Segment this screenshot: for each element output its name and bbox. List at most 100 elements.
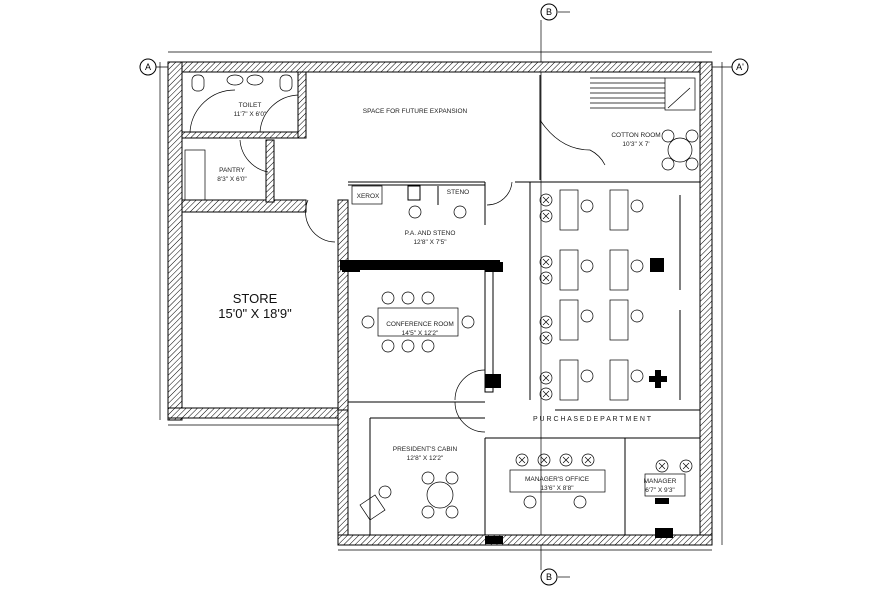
chair-icon bbox=[539, 387, 553, 401]
desk bbox=[559, 189, 579, 231]
basin-icon bbox=[226, 74, 244, 86]
chair-icon bbox=[539, 255, 553, 269]
chair-icon bbox=[559, 453, 573, 467]
chair-icon bbox=[661, 129, 675, 143]
desk bbox=[509, 469, 606, 493]
chair-icon bbox=[580, 309, 594, 323]
chair-icon bbox=[580, 369, 594, 383]
size-toilet: 11'7" X 6'0" bbox=[234, 111, 267, 118]
label-xerox: XEROX bbox=[357, 193, 380, 200]
desk bbox=[609, 299, 629, 341]
chair-icon bbox=[630, 199, 644, 213]
label-conference-room: CONFERENCE ROOM bbox=[386, 321, 454, 328]
chair-icon bbox=[539, 315, 553, 329]
chair-icon bbox=[542, 318, 550, 326]
xerox-machine bbox=[351, 185, 383, 205]
chair-icon bbox=[584, 456, 592, 464]
size-managers-office: 13'6" X 8'8" bbox=[540, 485, 574, 492]
chair-icon bbox=[542, 334, 550, 342]
chair-icon bbox=[445, 505, 459, 519]
pantry-counter bbox=[184, 149, 206, 201]
desk bbox=[609, 249, 629, 291]
grid-bubble-b-top: B bbox=[540, 3, 558, 21]
chair-icon bbox=[542, 274, 550, 282]
room-labels: TOILET 11'7" X 6'0" SPACE FOR FUTURE EXP… bbox=[217, 102, 676, 494]
label-managers-office: MANAGER'S OFFICE bbox=[525, 476, 590, 483]
chair-icon bbox=[539, 371, 553, 385]
chair-icon bbox=[562, 456, 570, 464]
chair-icon bbox=[539, 271, 553, 285]
stair-arrow bbox=[667, 87, 691, 109]
grid-bubble-b-bottom: B bbox=[540, 568, 558, 586]
chair-icon bbox=[378, 485, 392, 499]
wc-icon bbox=[279, 74, 293, 92]
label-manager: MANAGER bbox=[644, 478, 677, 485]
chair-icon bbox=[580, 199, 594, 213]
computer-icon bbox=[407, 185, 421, 201]
size-store: 15'0" X 18'9" bbox=[218, 306, 292, 321]
label-purchase-department: P U R C H A S E D E P A R T M E N T bbox=[533, 416, 652, 423]
chair-icon bbox=[539, 209, 553, 223]
grid-label: B bbox=[546, 572, 552, 582]
chair-icon bbox=[408, 205, 422, 219]
chair-icon bbox=[580, 259, 594, 273]
chair-icon bbox=[542, 196, 550, 204]
staircase bbox=[590, 77, 696, 111]
table bbox=[667, 137, 693, 163]
chair-icon bbox=[401, 291, 415, 305]
chair-icon bbox=[381, 291, 395, 305]
chair-icon bbox=[515, 453, 529, 467]
desk bbox=[559, 299, 579, 341]
label-toilet: TOILET bbox=[239, 102, 262, 109]
grid-label: A bbox=[145, 62, 151, 72]
chair-icon bbox=[421, 471, 435, 485]
chair-icon bbox=[539, 331, 553, 345]
size-pa-steno: 12'8" X 7'5" bbox=[413, 239, 447, 246]
chair-icon bbox=[685, 129, 699, 143]
chair-icon bbox=[542, 390, 550, 398]
chair-icon bbox=[658, 462, 666, 470]
desk bbox=[559, 359, 579, 401]
label-store: STORE bbox=[233, 291, 278, 306]
chair-icon bbox=[655, 459, 669, 473]
label-steno: STENO bbox=[447, 189, 469, 196]
desk bbox=[609, 359, 629, 401]
grid-bubble-a-right: A' bbox=[731, 58, 749, 76]
label-presidents-cabin: PRESIDENT'S CABIN bbox=[393, 446, 458, 453]
chair-icon bbox=[540, 456, 548, 464]
furniture bbox=[359, 129, 699, 521]
chair-icon bbox=[679, 459, 693, 473]
chair-icon bbox=[361, 315, 375, 329]
chair-icon bbox=[537, 453, 551, 467]
chair-icon bbox=[445, 471, 459, 485]
grid-bubble-a-left: A bbox=[139, 58, 157, 76]
label-pantry: PANTRY bbox=[219, 167, 245, 174]
pa-steno-furniture bbox=[351, 185, 439, 205]
chair-icon bbox=[518, 456, 526, 464]
toilet-fixtures bbox=[184, 74, 293, 201]
chair-icon bbox=[630, 309, 644, 323]
exterior-walls bbox=[167, 61, 713, 546]
chair-icon bbox=[421, 505, 435, 519]
chair-icon bbox=[421, 339, 435, 353]
desk bbox=[377, 307, 459, 337]
phone-icon bbox=[655, 498, 669, 504]
desk bbox=[609, 189, 629, 231]
interior-walls bbox=[181, 71, 700, 544]
chair-icon bbox=[453, 205, 467, 219]
desk bbox=[644, 473, 686, 497]
grid-label: A' bbox=[736, 62, 744, 72]
grid-lines: B B A A' bbox=[139, 3, 749, 586]
basin-icon bbox=[246, 74, 264, 86]
stair-landing bbox=[664, 77, 696, 111]
chair-icon bbox=[630, 259, 644, 273]
wc-icon bbox=[191, 74, 205, 92]
label-pa-steno: P.A. AND STENO bbox=[405, 230, 456, 237]
size-cotton-room: 10'3" X 7' bbox=[622, 141, 649, 148]
chair-icon bbox=[523, 495, 537, 509]
chair-icon bbox=[381, 339, 395, 353]
chair-icon bbox=[542, 258, 550, 266]
size-conference-room: 14'5" X 12'2" bbox=[402, 330, 439, 337]
chair-icon bbox=[685, 157, 699, 171]
